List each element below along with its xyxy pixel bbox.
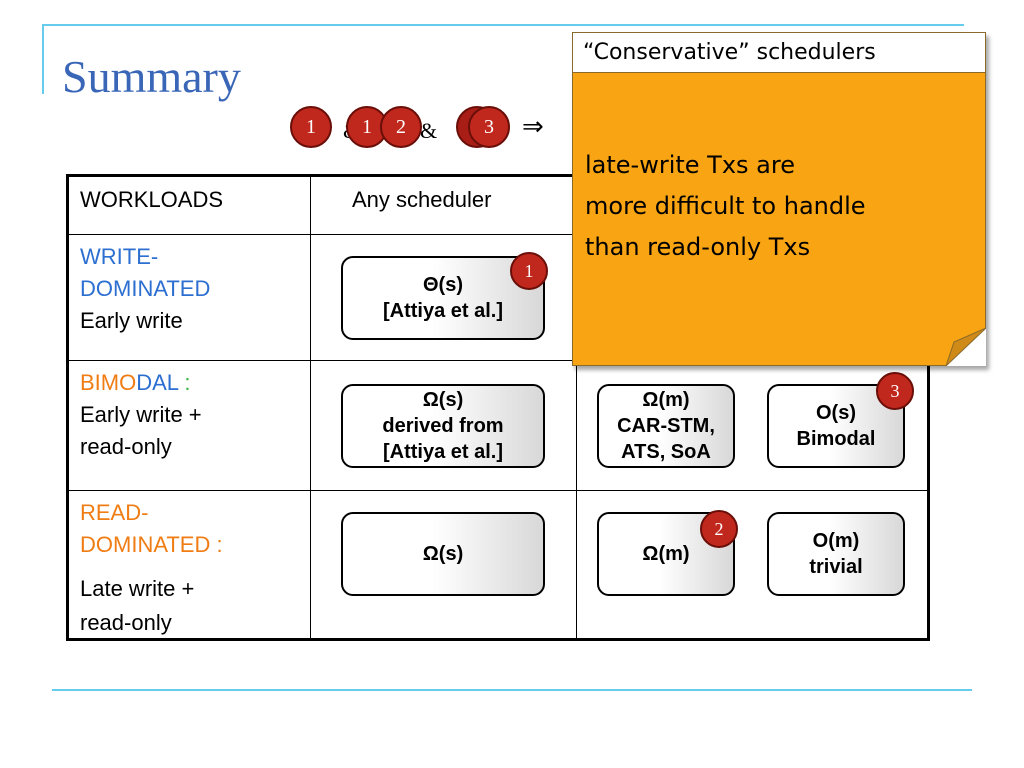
row-label-line: READ-	[80, 500, 149, 525]
bound-line: derived from	[382, 415, 504, 437]
bound-line: Θ(s)	[423, 274, 463, 296]
bound-line: Ω(m)	[642, 543, 690, 565]
left-rule	[42, 24, 44, 94]
note-line: than read-only Txs	[585, 233, 811, 261]
bound-line: [Attiya et al.]	[382, 300, 504, 322]
note-line: more difficult to handle	[585, 192, 866, 220]
sticky-note-body: late-write Txs are more difficult to han…	[585, 145, 866, 268]
table-row-divider	[69, 360, 927, 361]
row-label-line: read-only	[80, 610, 172, 635]
row-label-line: WRITE-	[80, 244, 159, 269]
formula-ampersand: &	[420, 118, 438, 143]
top-rule	[42, 24, 964, 26]
table-col-divider	[310, 177, 311, 638]
formula-badge-1: 1	[290, 106, 332, 148]
formula-badge-3: 3	[468, 106, 510, 148]
bound-line: O(s)	[816, 402, 856, 424]
summary-table	[66, 174, 930, 641]
bound-line: Ω(m)	[642, 389, 690, 411]
row-label-write-dominated: WRITE- DOMINATED Early write	[80, 241, 210, 337]
bound-line: [Attiya et al.]	[382, 441, 504, 463]
table-row-divider	[69, 234, 927, 235]
row-label-read-dominated: READ- DOMINATED :	[80, 497, 223, 561]
bound-line: CAR-STM,	[617, 415, 715, 437]
marker-badge-3: 3	[876, 372, 914, 410]
bound-box-o-m-trivial: O(m) trivial	[767, 512, 905, 596]
implies-arrow: ⇒	[522, 112, 544, 142]
bound-line: trivial	[809, 556, 863, 578]
row-label-part: BIMO	[80, 370, 137, 395]
bound-box-omega-s-derived: Ω(s) derived from [Attiya et al.]	[341, 384, 545, 468]
row-label-part: DAL	[136, 370, 179, 395]
bound-line: Bimodal	[796, 428, 876, 450]
bound-line: Ω(s)	[422, 543, 464, 565]
bound-box-omega-m-car-stm: Ω(m) CAR-STM, ATS, SoA	[597, 384, 735, 468]
row-label-line: DOMINATED	[80, 276, 211, 301]
row-label-part: :	[178, 370, 191, 395]
header-any-scheduler: Any scheduler	[352, 187, 492, 212]
bound-line: Ω(s)	[422, 389, 464, 411]
sticky-note-header: “Conservative” schedulers	[573, 33, 985, 73]
bound-line: O(m)	[812, 530, 860, 552]
header-workloads: WORKLOADS	[80, 187, 224, 212]
note-line: late-write Txs are	[585, 151, 795, 179]
bound-line: ATS, SoA	[621, 441, 711, 463]
marker-badge-1: 1	[510, 252, 548, 290]
slide-title: Summary	[62, 51, 241, 102]
bound-box-omega-s: Ω(s)	[341, 512, 545, 596]
table-col-divider	[576, 177, 577, 638]
bottom-rule	[52, 689, 972, 691]
row-label-bimodal: BIMODAL : Early write + read-only	[80, 367, 202, 463]
sticky-note: “Conservative” schedulers late-write Txs…	[572, 32, 986, 366]
table-row-divider	[69, 490, 927, 491]
row-label-line: Late write +	[80, 576, 195, 601]
formula-badge-2: 2	[380, 106, 422, 148]
page-curl-icon	[946, 328, 986, 366]
row-label-read-dominated-desc: Late write + read-only	[80, 572, 194, 640]
row-label-line: Early write +	[80, 402, 202, 427]
marker-badge-2: 2	[700, 510, 738, 548]
row-label-line: Early write	[80, 308, 183, 333]
row-label-line: read-only	[80, 434, 172, 459]
row-label-line: DOMINATED :	[80, 532, 223, 557]
